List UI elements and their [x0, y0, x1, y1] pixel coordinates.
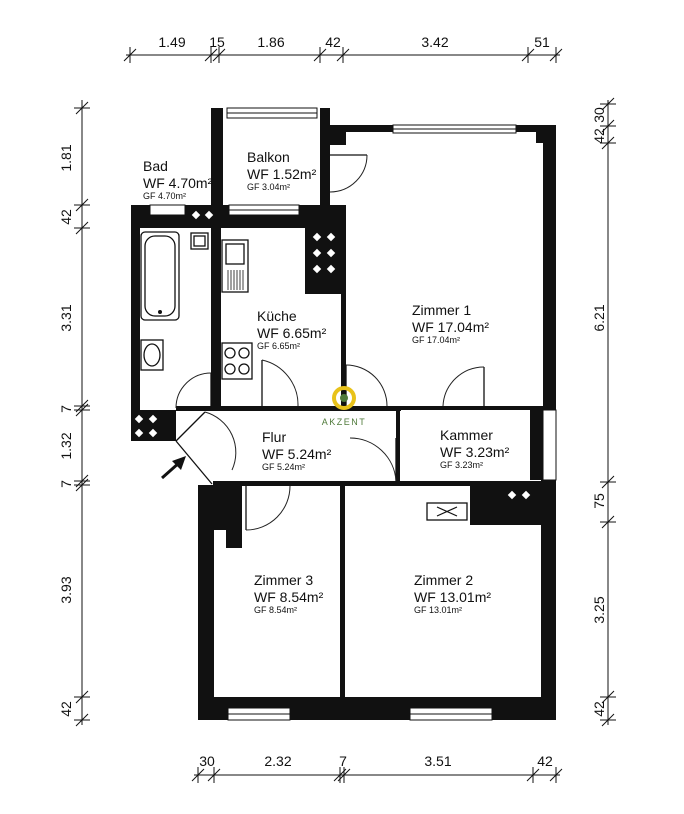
room-name: Zimmer 2: [414, 572, 473, 588]
dim-top-2: 15: [209, 34, 225, 50]
room-wf: WF 13.01m²: [414, 589, 491, 605]
room-gf: GF 3.23m²: [440, 460, 483, 470]
washbasin: [140, 339, 164, 371]
room-gf: GF 4.70m²: [143, 191, 186, 201]
room-gf: GF 8.54m²: [254, 605, 297, 615]
room-name: Küche: [257, 308, 297, 324]
stove: [221, 342, 253, 380]
chimney-blocks: [134, 210, 531, 500]
room-wf: WF 6.65m²: [257, 325, 327, 341]
door-swings: [175, 154, 485, 531]
dim-top-6: 51: [534, 34, 550, 50]
dim-bottom-4: 3.51: [424, 753, 451, 769]
dim-left-2: 42: [58, 209, 74, 225]
dim-top-5: 3.42: [421, 34, 448, 50]
room-label-flur: Flur WF 5.24m² GF 5.24m²: [262, 429, 332, 472]
room-gf: GF 17.04m²: [412, 335, 460, 345]
entrance-arrow-icon: [161, 456, 186, 480]
room-wf: WF 8.54m²: [254, 589, 324, 605]
room-wf: WF 17.04m²: [412, 319, 489, 335]
dim-top-1: 1.49: [158, 34, 185, 50]
room-gf: GF 6.65m²: [257, 341, 300, 351]
room-gf: GF 5.24m²: [262, 462, 305, 472]
room-wf: WF 4.70m²: [143, 175, 213, 191]
room-label-bad: Bad WF 4.70m² GF 4.70m²: [143, 158, 213, 201]
room-name: Flur: [262, 429, 286, 445]
dim-left-7: 3.93: [58, 576, 74, 603]
dim-left-4: 7: [58, 405, 74, 413]
room-name: Kammer: [440, 427, 493, 443]
room-name: Balkon: [247, 149, 290, 165]
dim-bottom-1: 30: [199, 753, 215, 769]
dim-left-1: 1.81: [58, 144, 74, 171]
dim-left-8: 42: [58, 701, 74, 717]
dim-right-1: 42: [591, 128, 607, 144]
room-name: Zimmer 3: [254, 572, 313, 588]
room-wf: WF 1.52m²: [247, 166, 317, 182]
room-label-zimmer3: Zimmer 3 WF 8.54m² GF 8.54m²: [254, 572, 324, 615]
room-label-zimmer2: Zimmer 2 WF 13.01m² GF 13.01m²: [414, 572, 491, 615]
dim-bottom-2: 2.32: [264, 753, 291, 769]
dim-right-3: 6.21: [591, 304, 607, 331]
dimension-chains: [74, 47, 616, 783]
room-label-kammer: Kammer WF 3.23m² GF 3.23m²: [440, 427, 510, 470]
room-wf: WF 5.24m²: [262, 446, 332, 462]
bathtub: [140, 231, 180, 321]
room-label-balkon: Balkon WF 1.52m² GF 3.04m²: [247, 149, 317, 192]
room-name: Zimmer 1: [412, 302, 471, 318]
room-label-zimmer1: Zimmer 1 WF 17.04m² GF 17.04m²: [412, 302, 489, 345]
dim-top-3: 1.86: [257, 34, 284, 50]
walls: [131, 108, 556, 720]
dim-bottom-3: 7: [339, 753, 347, 769]
room-gf: GF 13.01m²: [414, 605, 462, 615]
dim-right-6: 42: [591, 701, 607, 717]
dim-left-6: 7: [58, 480, 74, 488]
wc: [190, 232, 209, 250]
dim-top-4: 42: [325, 34, 341, 50]
dim-left-3: 3.31: [58, 304, 74, 331]
room-wf: WF 3.23m²: [440, 444, 510, 460]
dim-right-5: 3.25: [591, 596, 607, 623]
akzent-logo: AKZENT: [322, 386, 367, 427]
kitchen-sink: [221, 239, 249, 293]
dim-right-4: 75: [591, 493, 607, 509]
room-name: Bad: [143, 158, 168, 174]
windows: [149, 107, 557, 721]
heater: [426, 502, 468, 521]
room-label-kueche: Küche WF 6.65m² GF 6.65m²: [257, 308, 327, 351]
dim-left-5: 1.32: [58, 432, 74, 459]
dim-right-2: 30: [591, 107, 607, 123]
room-gf: GF 3.04m²: [247, 182, 290, 192]
dim-bottom-5: 42: [537, 753, 553, 769]
logo-text: AKZENT: [322, 417, 367, 427]
